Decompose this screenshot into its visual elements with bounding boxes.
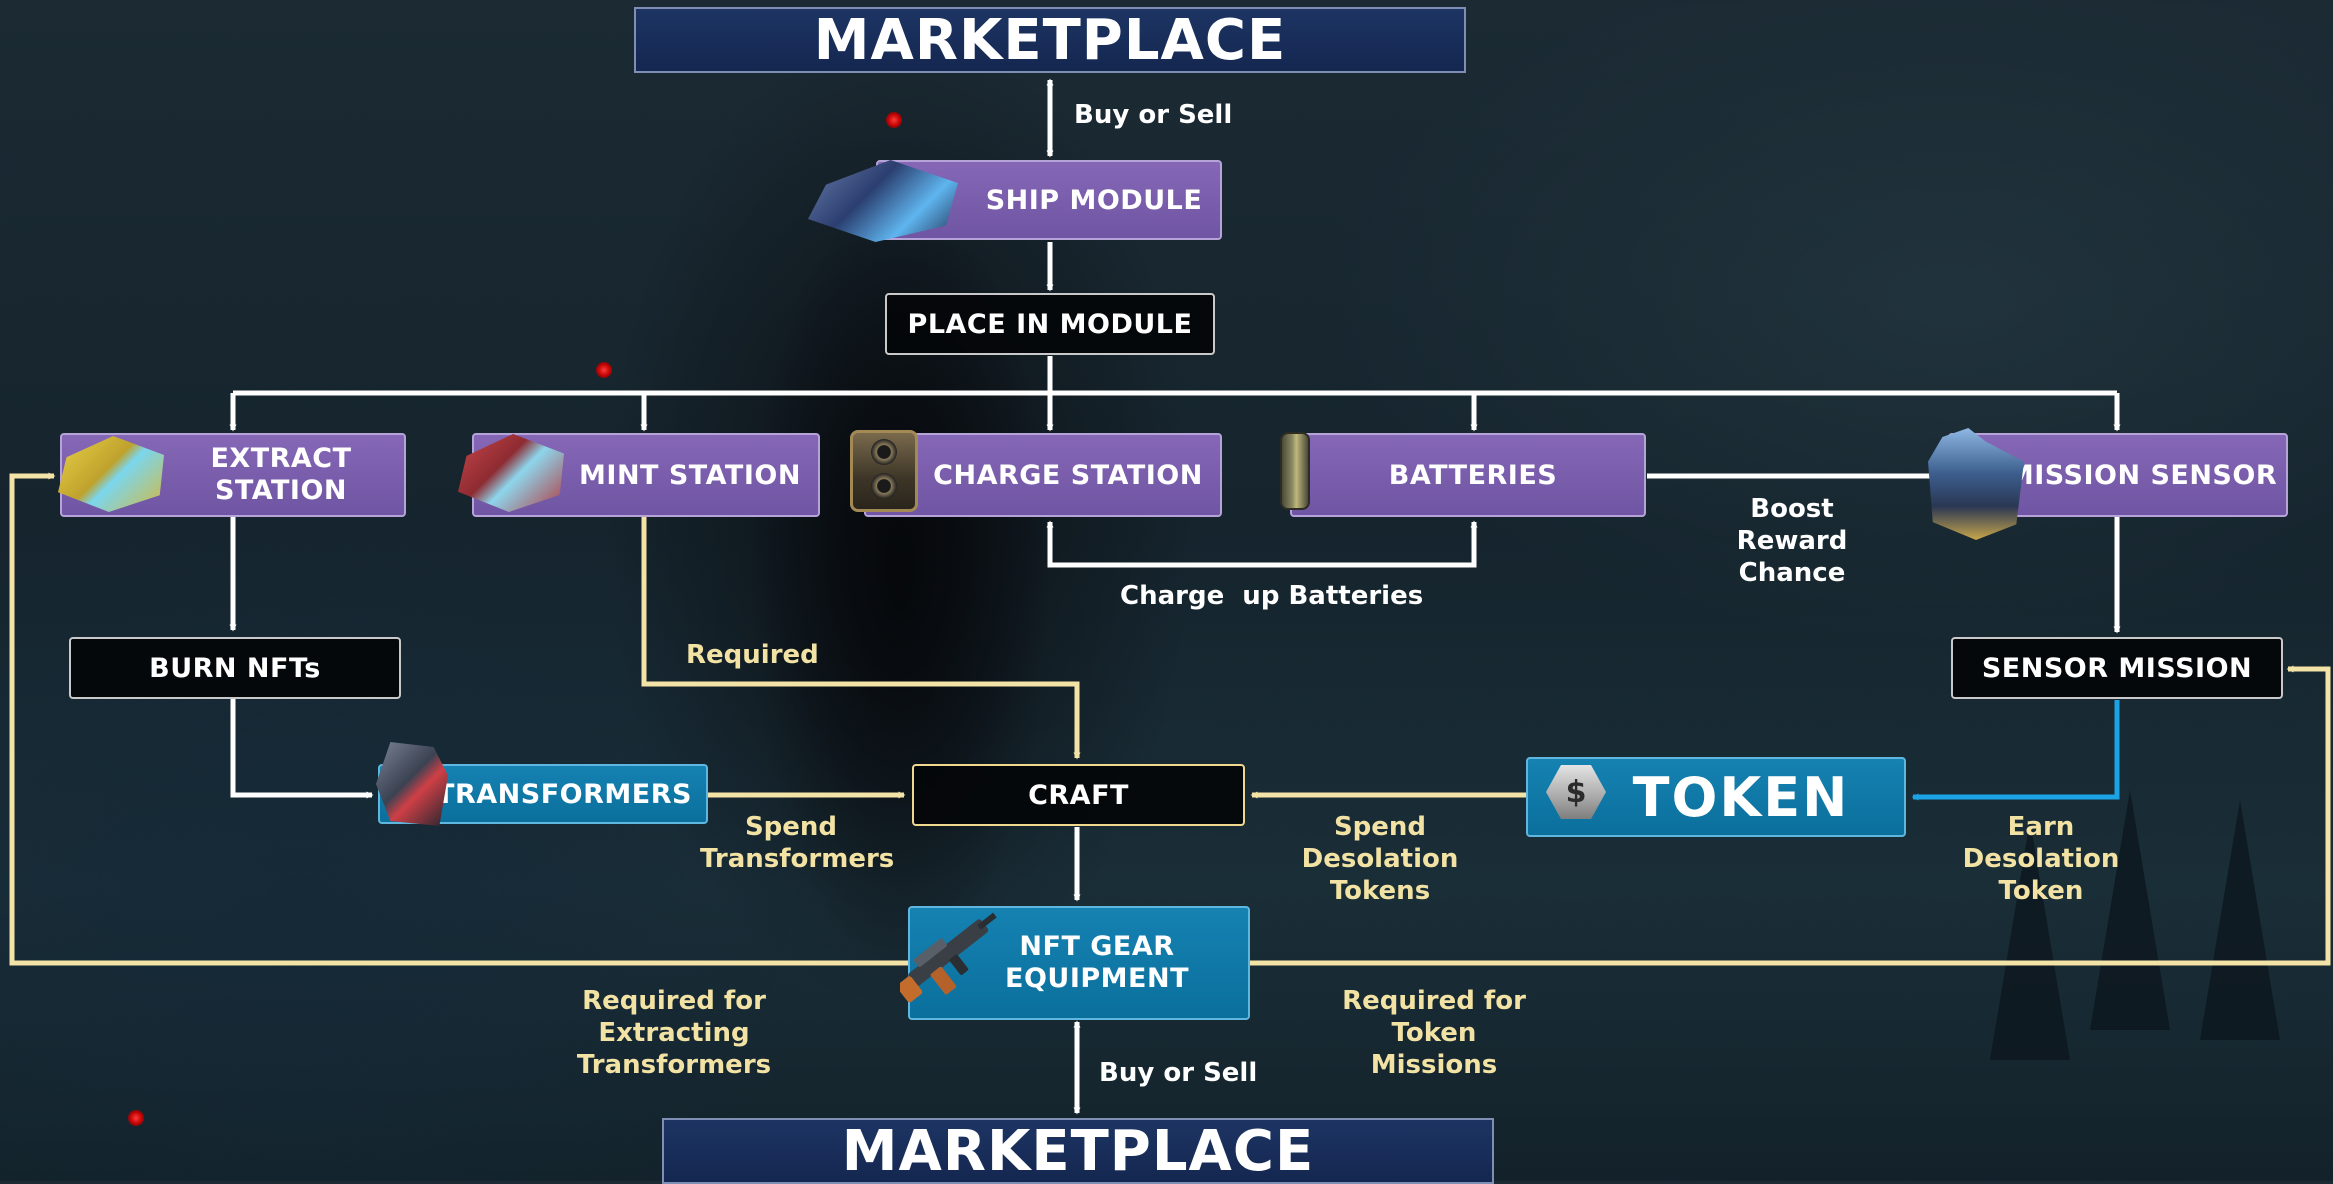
batteries-node: BATTERIES xyxy=(1290,433,1646,517)
mint-station-label: MINT STATION xyxy=(579,459,801,491)
token-label: TOKEN xyxy=(1632,765,1850,829)
connector-charge-up-batteries xyxy=(1046,520,1478,568)
transformers-label: TRANSFORMERS xyxy=(436,778,692,810)
label-buy-sell-top: Buy or Sell xyxy=(1074,100,1233,130)
connector-gear-to-sensor-mission xyxy=(1249,665,2331,966)
label-required-for-token-missions: Required for Token Missions xyxy=(1342,986,1526,1080)
connector-mint-to-craft xyxy=(641,516,1081,760)
charge-station-icon xyxy=(850,430,918,512)
ship-module-label: SHIP MODULE xyxy=(985,184,1203,216)
craft-node: CRAFT xyxy=(912,764,1245,826)
connector-burn-to-transformers xyxy=(230,698,374,799)
background-tree xyxy=(1990,820,2070,1060)
connector-sensor-mission-to-token xyxy=(1911,700,2120,801)
charge-station-node: CHARGE STATION xyxy=(864,433,1222,517)
burn-nfts-node: BURN NFTs xyxy=(69,637,401,699)
mission-sensor-label: MISSION SENSOR xyxy=(2006,459,2278,491)
label-spend-desolation-tokens: Spend Desolation Tokens xyxy=(1301,812,1459,906)
nft-gear-label: NFT GEAR EQUIPMENT xyxy=(1005,931,1189,994)
batteries-label: BATTERIES xyxy=(1388,459,1558,491)
background-tree xyxy=(2090,790,2170,1030)
marketplace-top: MARKETPLACE xyxy=(634,7,1466,73)
nft-gear-node: NFT GEAR EQUIPMENT xyxy=(908,906,1250,1020)
background-tree xyxy=(2200,800,2280,1040)
label-boost-reward-chance: Boost Reward Chance xyxy=(1736,494,1848,588)
connector-gear-to-extract xyxy=(9,472,908,966)
label-charge-up-batteries: Charge up Batteries xyxy=(1120,581,1424,611)
place-in-module-node: PLACE IN MODULE xyxy=(885,293,1215,355)
label-required-for-extracting: Required for Extracting Transformers xyxy=(576,986,772,1080)
transformers-icon xyxy=(376,742,448,826)
extract-station-label: EXTRACT STATION xyxy=(210,443,352,506)
battery-icon xyxy=(1280,432,1310,510)
label-required: Required xyxy=(686,640,819,670)
sensor-mission-node: SENSOR MISSION xyxy=(1951,637,2283,699)
rifle-icon xyxy=(900,912,997,1003)
label-earn-desolation-token: Earn Desolation Token xyxy=(1962,812,2120,906)
token-symbol: $ xyxy=(1565,774,1587,810)
label-spend-transformers: Spend Transformers xyxy=(700,812,895,874)
marketplace-bottom: MARKETPLACE xyxy=(662,1118,1494,1184)
token-coin-icon: $ xyxy=(1546,765,1606,819)
label-buy-sell-bottom: Buy or Sell xyxy=(1099,1058,1258,1088)
charge-station-label: CHARGE STATION xyxy=(933,459,1203,491)
